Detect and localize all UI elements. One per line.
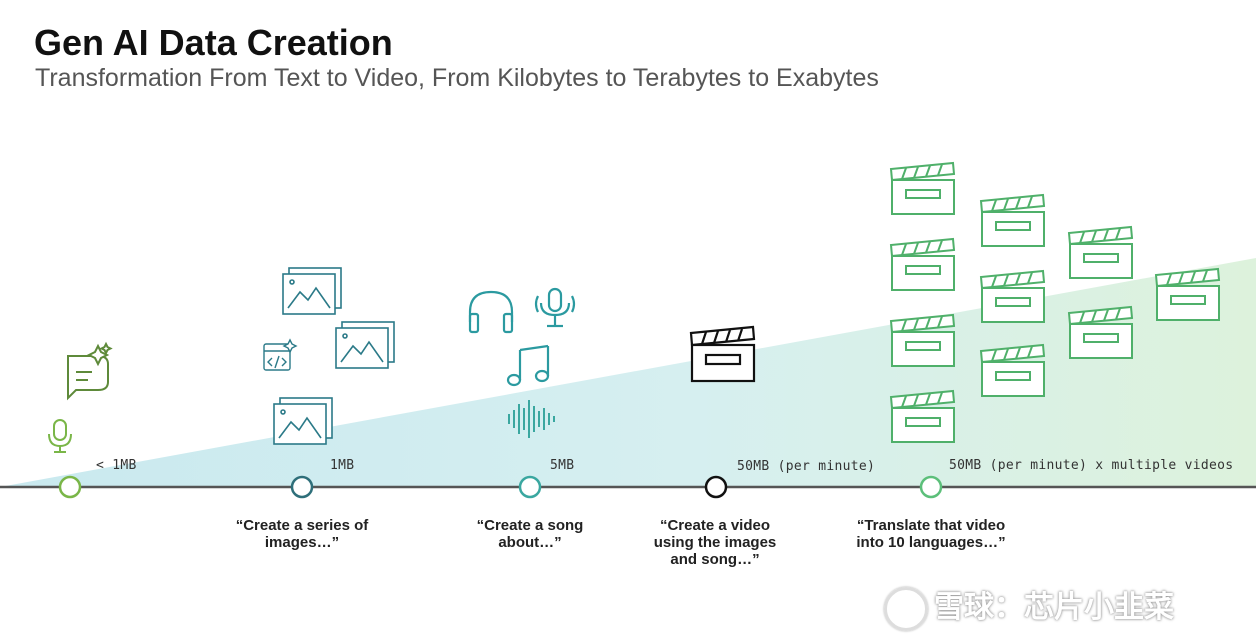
page-subtitle: Transformation From Text to Video, From … (35, 64, 879, 92)
clapperboard-icon-green (979, 343, 1046, 397)
stage-size-label-1: < 1MB (96, 458, 137, 473)
stage-size-label-5: 50MB (per minute) x multiple videos (949, 458, 1234, 473)
clapperboard-icon-green (889, 161, 956, 215)
clapperboard-grid (889, 161, 1221, 443)
clapperboard-icon-green (889, 389, 956, 443)
microphone-icon (48, 419, 72, 453)
clapperboard-icon (689, 325, 756, 383)
stage-marker-3 (518, 475, 542, 499)
stage-size-label-2: 1MB (330, 458, 355, 473)
music-note-icon (506, 344, 550, 387)
clapperboard-icon-green (1067, 225, 1134, 279)
image-stack-icon-2 (335, 321, 395, 369)
podcast-mic-icon (534, 287, 576, 328)
clapperboard-icon-green (1067, 305, 1134, 359)
watermark-text: 雪球：芯片小韭菜 (934, 590, 1174, 625)
code-sparkle-icon (263, 338, 298, 371)
chat-sparkle-icon (67, 341, 113, 401)
stage-prompt-4: “Create a video using the images and son… (653, 517, 777, 568)
stage-prompt-3: “Create a song about…” (476, 517, 584, 551)
stage-marker-4 (704, 475, 728, 499)
stage-marker-2 (290, 475, 314, 499)
stage-prompt-2: “Create a series of images…” (235, 517, 369, 551)
sound-wave-icon (508, 400, 555, 438)
clapperboard-icon-green (889, 313, 956, 367)
page-title: Gen AI Data Creation (34, 22, 393, 63)
clapperboard-icon-green (979, 193, 1046, 247)
stage-size-label-4: 50MB (per minute) (737, 459, 876, 474)
image-stack-icon-3 (273, 397, 333, 445)
clapperboard-icon-green (1154, 267, 1221, 321)
stage-marker-5 (919, 475, 943, 499)
stage-marker-1 (58, 475, 82, 499)
headphones-icon (468, 290, 514, 334)
growth-wedge (0, 258, 1256, 487)
image-stack-icon-1 (282, 267, 342, 315)
stage-size-label-3: 5MB (550, 458, 575, 473)
watermark-logo-icon (884, 586, 928, 631)
watermark: 雪球：芯片小韭菜 (884, 582, 1174, 631)
clapperboard-icon-green (889, 237, 956, 291)
clapperboard-icon-green (979, 269, 1046, 323)
stage-prompt-5: “Translate that video into 10 languages…… (856, 517, 1006, 551)
